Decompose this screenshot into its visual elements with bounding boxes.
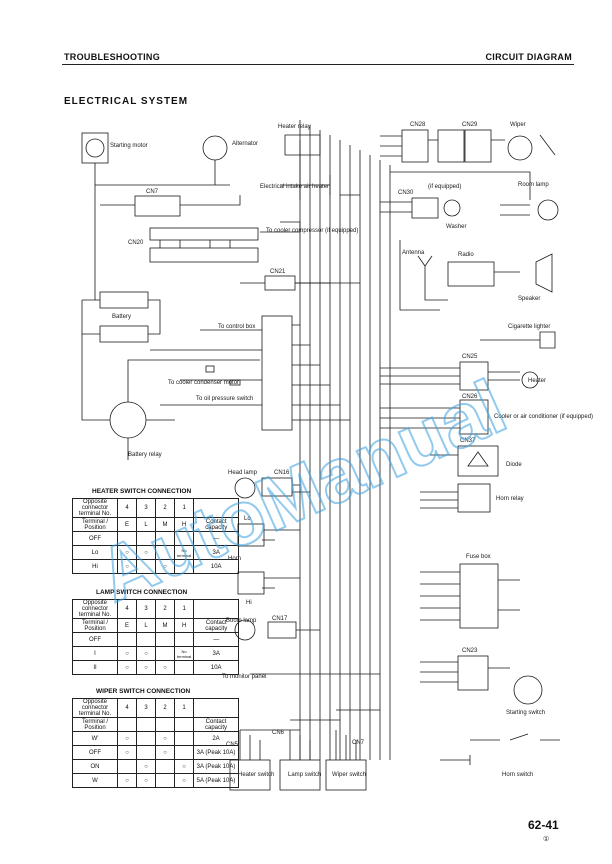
label-cn28: CN28 (410, 122, 426, 128)
label-oil-pressure: To oil pressure switch (196, 396, 253, 402)
wiper-switch-table: Opposite connector terminal No. 4 3 2 1 … (72, 698, 239, 788)
wiper-motor-icon (507, 135, 533, 161)
section-header: TROUBLESHOOTING (64, 52, 160, 62)
label-cn17: CN17 (272, 616, 288, 622)
label-cn6: CN6 (272, 730, 285, 736)
label-cn21: CN21 (270, 269, 286, 275)
label-heater: Heater (528, 378, 546, 384)
header-rule (62, 64, 574, 65)
label-wiper: Wiper (510, 122, 526, 128)
label-starting-switch: Starting switch (506, 710, 545, 716)
label-starting-motor: Starting motor (110, 143, 148, 149)
component-labels: Starting motor Alternator Heater relay E… (110, 122, 593, 778)
label-battery-relay: Battery relay (128, 452, 162, 458)
label-cooler-compressor: To cooler compressor (if equipped) (266, 228, 358, 234)
table-row: ON○○3A (Peak 10A) (72, 759, 239, 774)
label-control-box: To control box (218, 324, 255, 330)
label-if-equipped: (if equipped) (428, 184, 461, 190)
label-cigarette-lighter: Cigarette lighter (508, 324, 550, 330)
label-hi: Hi (246, 600, 252, 606)
label-cn7: CN7 (146, 189, 159, 195)
table-row: W○○○5A (Peak 10A) (72, 773, 239, 788)
label-lo: Lo (244, 516, 251, 522)
page-subnumber: ① (543, 836, 550, 843)
label-condenser-motor: To cooler condenser motor (168, 380, 239, 386)
horn-lo-icon (237, 523, 265, 547)
label-lamp-switch: Lamp switch (288, 772, 321, 778)
label-intake-heater: Electrical intake air heater (260, 184, 329, 190)
wires (81, 120, 560, 791)
washer-motor-icon (443, 199, 461, 217)
label-horn-switch: Horn switch (502, 772, 533, 778)
label-head-lamp: Head lamp (228, 470, 258, 476)
label-cn20: CN20 (128, 240, 144, 246)
starting-motor-icon (85, 138, 105, 158)
label-cooler-ac: Cooler or air conditioner (if equipped) (494, 414, 593, 420)
battery-relay-icon (109, 401, 147, 439)
label-radio: Radio (458, 252, 474, 258)
label-heater-switch: Heater switch (238, 772, 274, 778)
wiper-table-title: WIPER SWITCH CONNECTION (96, 688, 191, 695)
label-monitor-panel: To monitor panel (222, 674, 266, 680)
table-row: W'○○2A (72, 731, 239, 746)
label-diode: Diode (506, 462, 522, 468)
label-cn7-bottom: CN7 (352, 740, 365, 746)
label-cn16: CN16 (274, 470, 290, 476)
lamp-table-title: LAMP SWITCH CONNECTION (96, 589, 188, 596)
label-cn37: CN37 (460, 438, 476, 444)
label-antenna: Antenna (402, 250, 425, 256)
label-cn23: CN23 (462, 648, 478, 654)
label-horn-relay: Horn relay (496, 496, 524, 502)
table-row: II○○○10A (72, 660, 240, 675)
label-alternator: Alternator (232, 141, 258, 147)
starting-switch-icon (513, 675, 543, 705)
label-speaker: Speaker (518, 296, 540, 302)
label-cn26: CN26 (462, 394, 478, 400)
radio-icon (447, 261, 495, 287)
label-cn25: CN25 (462, 354, 478, 360)
label-fuse-box: Fuse box (466, 554, 491, 560)
table-row: OFF— (72, 531, 240, 546)
lamp-switch-table: Opposite connector terminal No. 4 3 2 1 … (72, 599, 240, 675)
heater-table-title: HEATER SWITCH CONNECTION (92, 488, 192, 495)
table-row: OFF— (72, 632, 240, 647)
label-battery: Battery (112, 314, 131, 320)
heater-switch-table: Opposite connector terminal No. 4 3 2 1 … (72, 498, 240, 574)
label-cn30: CN30 (398, 190, 414, 196)
room-lamp-icon (537, 199, 559, 221)
h-h1-0: Opposite connector terminal No. (72, 498, 118, 518)
page-number: 62-41 (528, 818, 559, 832)
label-heater-relay: Heater relay (278, 124, 311, 130)
page-title: ELECTRICAL SYSTEM (64, 96, 189, 107)
label-boom-lamp: Boom lamp (226, 618, 257, 624)
alternator-icon (202, 135, 228, 161)
label-room-lamp: Room lamp (518, 182, 549, 188)
horn-hi-icon (237, 571, 265, 595)
chapter-header: CIRCUIT DIAGRAM (485, 52, 572, 62)
head-lamp-icon (234, 477, 256, 499)
label-cn29: CN29 (462, 122, 478, 128)
label-wiper-switch: Wiper switch (332, 772, 366, 778)
table-row: OFF○○3A (Peak 10A) (72, 745, 239, 760)
table-row: Hi○○10A (72, 559, 240, 574)
label-washer: Washer (446, 224, 466, 230)
